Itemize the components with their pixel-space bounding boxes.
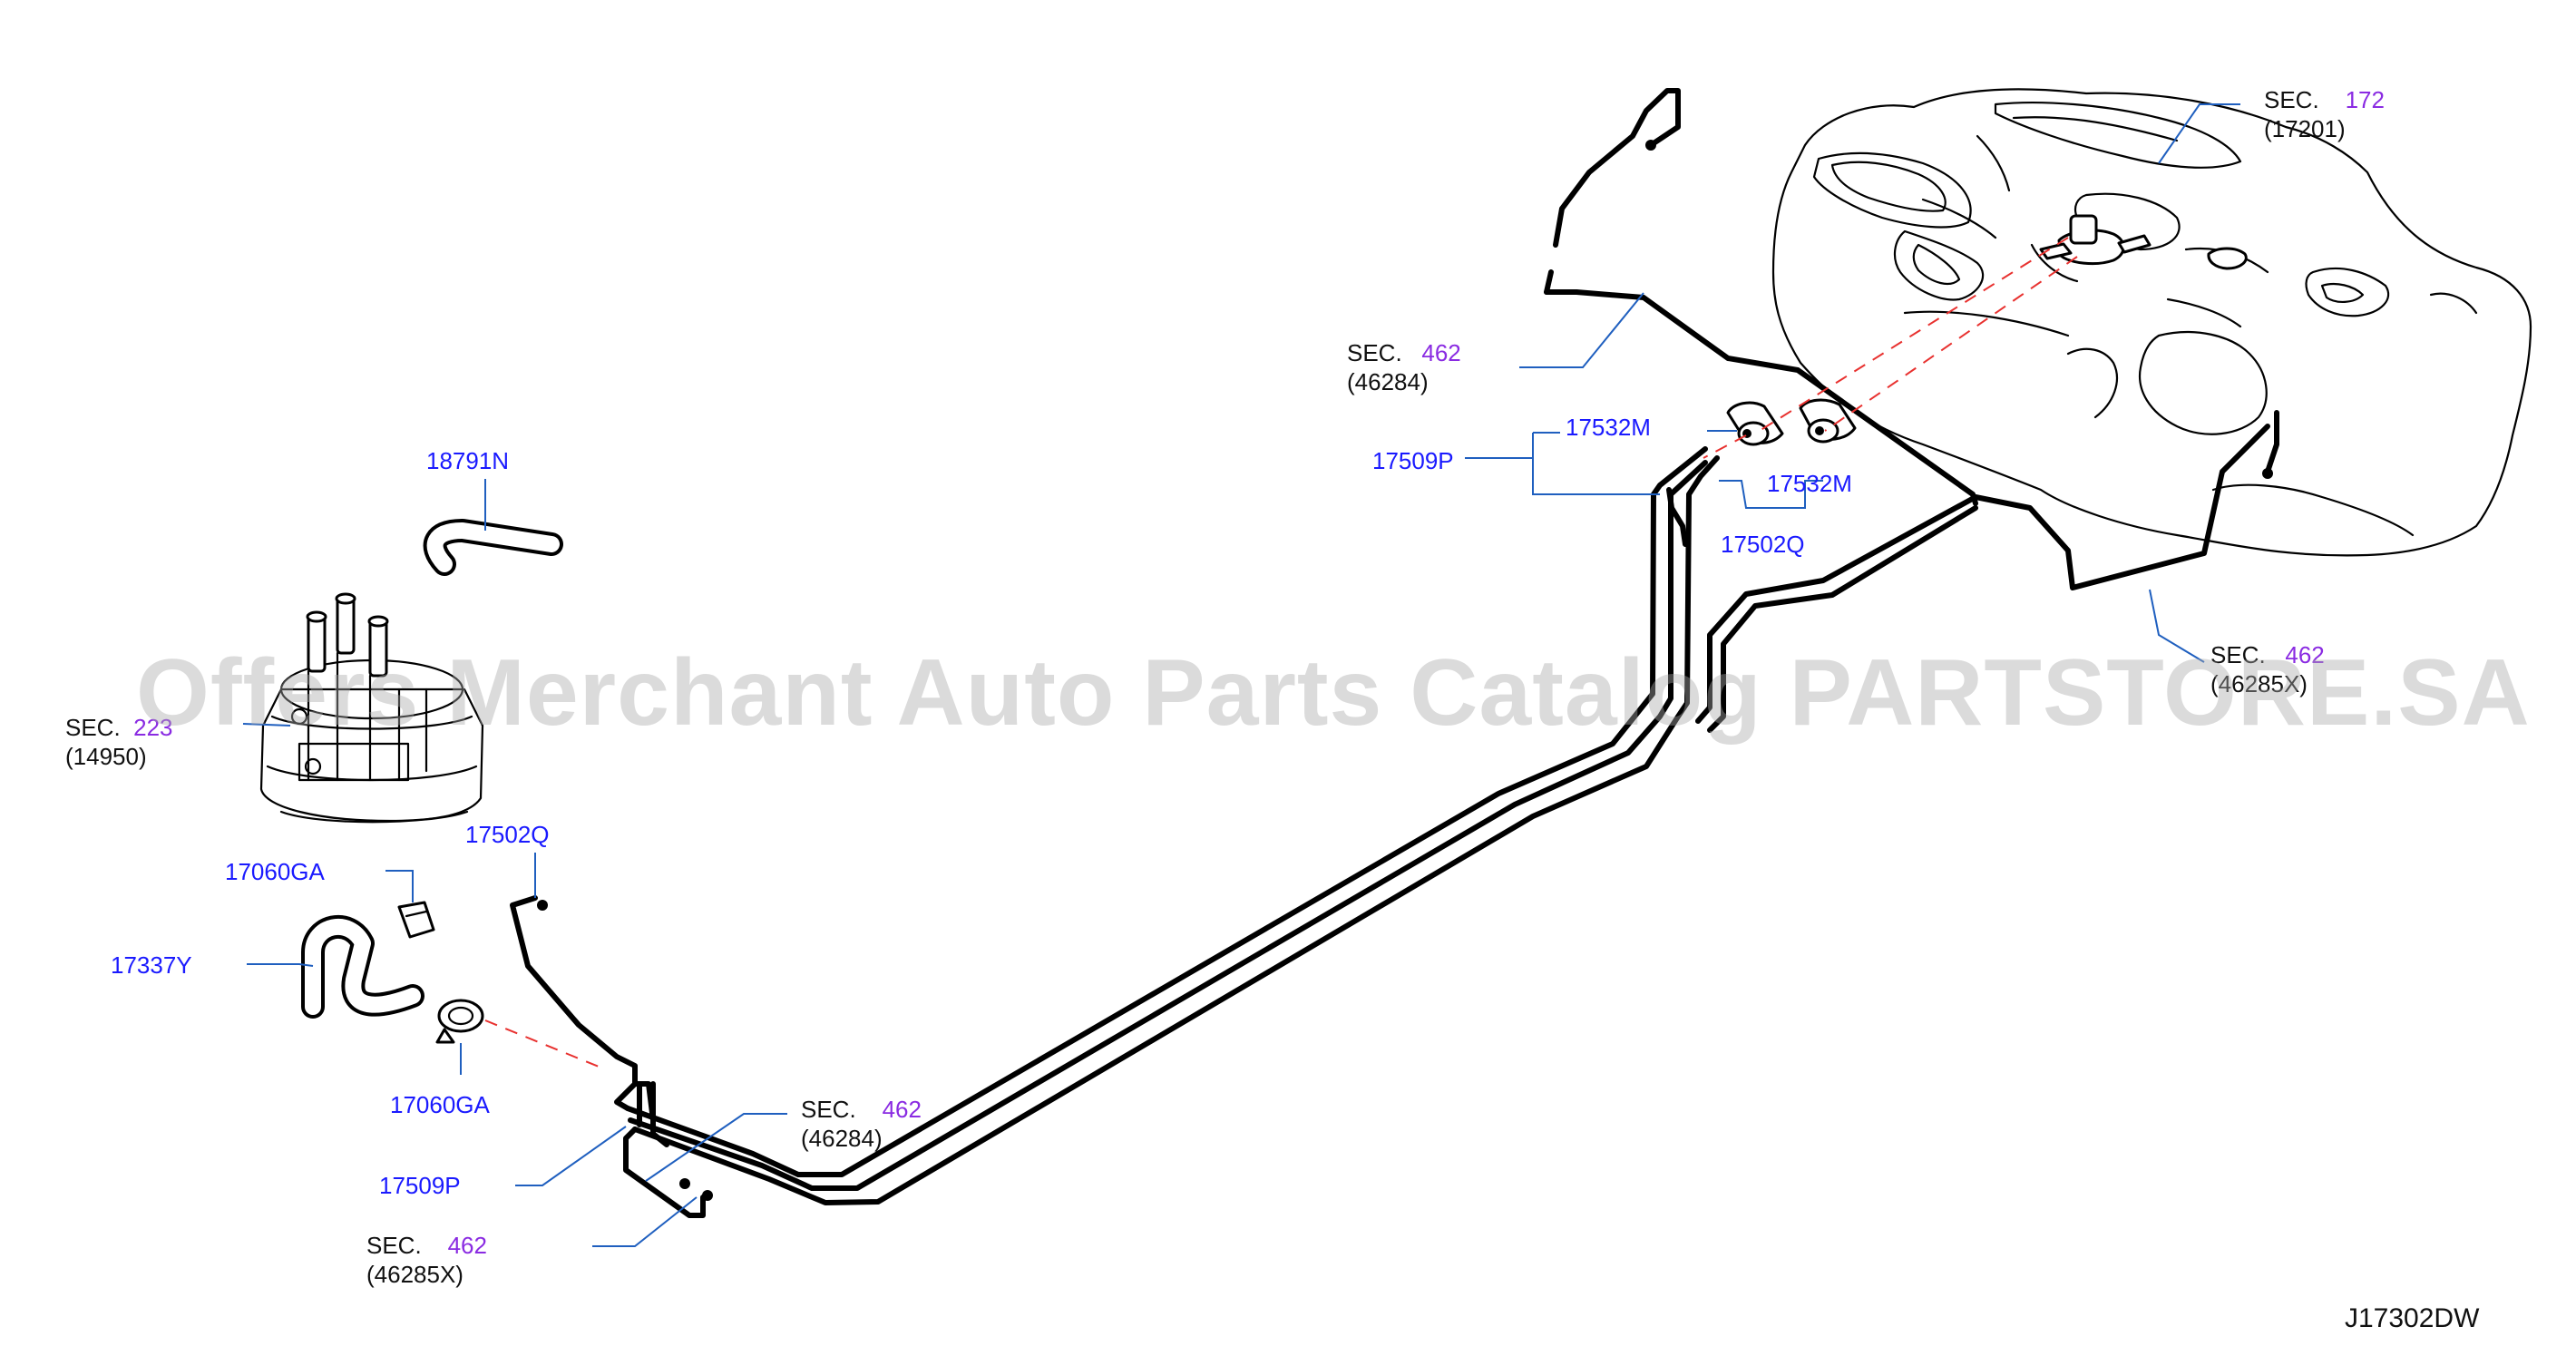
label-17509P-right[interactable]: 17509P [1372, 447, 1454, 474]
section-link-172[interactable]: 172 [2345, 86, 2385, 113]
section-prefix: SEC. [801, 1096, 856, 1123]
section-link-462[interactable]: 462 [447, 1232, 487, 1259]
label-17509P-left[interactable]: 17509P [379, 1172, 461, 1199]
label-17532M-top[interactable]: 17532M [1566, 414, 1651, 441]
upper-brake-line [1544, 88, 2279, 590]
section-link-462[interactable]: 462 [2285, 641, 2325, 668]
clip-17060GA-bottom [435, 999, 484, 1044]
clip-17060GA-top [397, 901, 435, 939]
section-ref-tank: SEC. 172 (17201) [2264, 85, 2385, 143]
section-link-462[interactable]: 462 [1421, 339, 1461, 366]
label-18791N[interactable]: 18791N [426, 447, 510, 474]
label-17502Q-right[interactable]: 17502Q [1721, 531, 1805, 558]
label-17532M-bottom[interactable]: 17532M [1767, 470, 1852, 497]
section-ref-canister: SEC. 223 (14950) [65, 713, 173, 771]
section-ref-brake-top: SEC. 462 (46284) [1347, 338, 1461, 396]
diagram-code: J17302DW [2345, 1303, 2480, 1333]
section-ref-brake-right: SEC. 462 (46285X) [2210, 640, 2325, 698]
watermark: Offers Merchant Auto Parts Catalog PARTS… [136, 640, 2531, 746]
clamp-17532M-left [1726, 401, 1784, 446]
label-17337Y[interactable]: 17337Y [111, 951, 192, 979]
section-sub: (46284) [1347, 368, 1429, 395]
section-link-223[interactable]: 223 [133, 714, 173, 741]
label-17060GA-top[interactable]: 17060GA [225, 858, 325, 885]
section-sub: (17201) [2264, 115, 2346, 142]
leader-lines [242, 103, 2240, 1247]
clamp-17532M-right [1799, 398, 1857, 444]
hose-18791N [423, 519, 563, 576]
section-sub: (46285X) [2210, 670, 2308, 697]
section-sub: (46285X) [366, 1261, 463, 1288]
section-ref-brake-mid: SEC. 462 (46284) [801, 1095, 922, 1153]
evap-canister [259, 592, 484, 824]
assembly-dashed-lines [484, 237, 2078, 1069]
section-prefix: SEC. [1347, 339, 1402, 366]
section-prefix: SEC. [2210, 641, 2266, 668]
section-sub: (14950) [65, 743, 147, 770]
label-17502Q-left[interactable]: 17502Q [465, 821, 550, 848]
section-link-462[interactable]: 462 [882, 1096, 922, 1123]
section-prefix: SEC. [366, 1232, 422, 1259]
section-ref-brake-bottom: SEC. 462 (46285X) [366, 1231, 487, 1289]
label-17060GA-bottom[interactable]: 17060GA [390, 1091, 490, 1118]
section-prefix: SEC. [65, 714, 121, 741]
hose-17337Y [301, 915, 424, 1019]
fuel-lines [510, 446, 1978, 1218]
section-sub: (46284) [801, 1125, 883, 1152]
fuel-tank [1771, 88, 2532, 557]
section-prefix: SEC. [2264, 86, 2319, 113]
